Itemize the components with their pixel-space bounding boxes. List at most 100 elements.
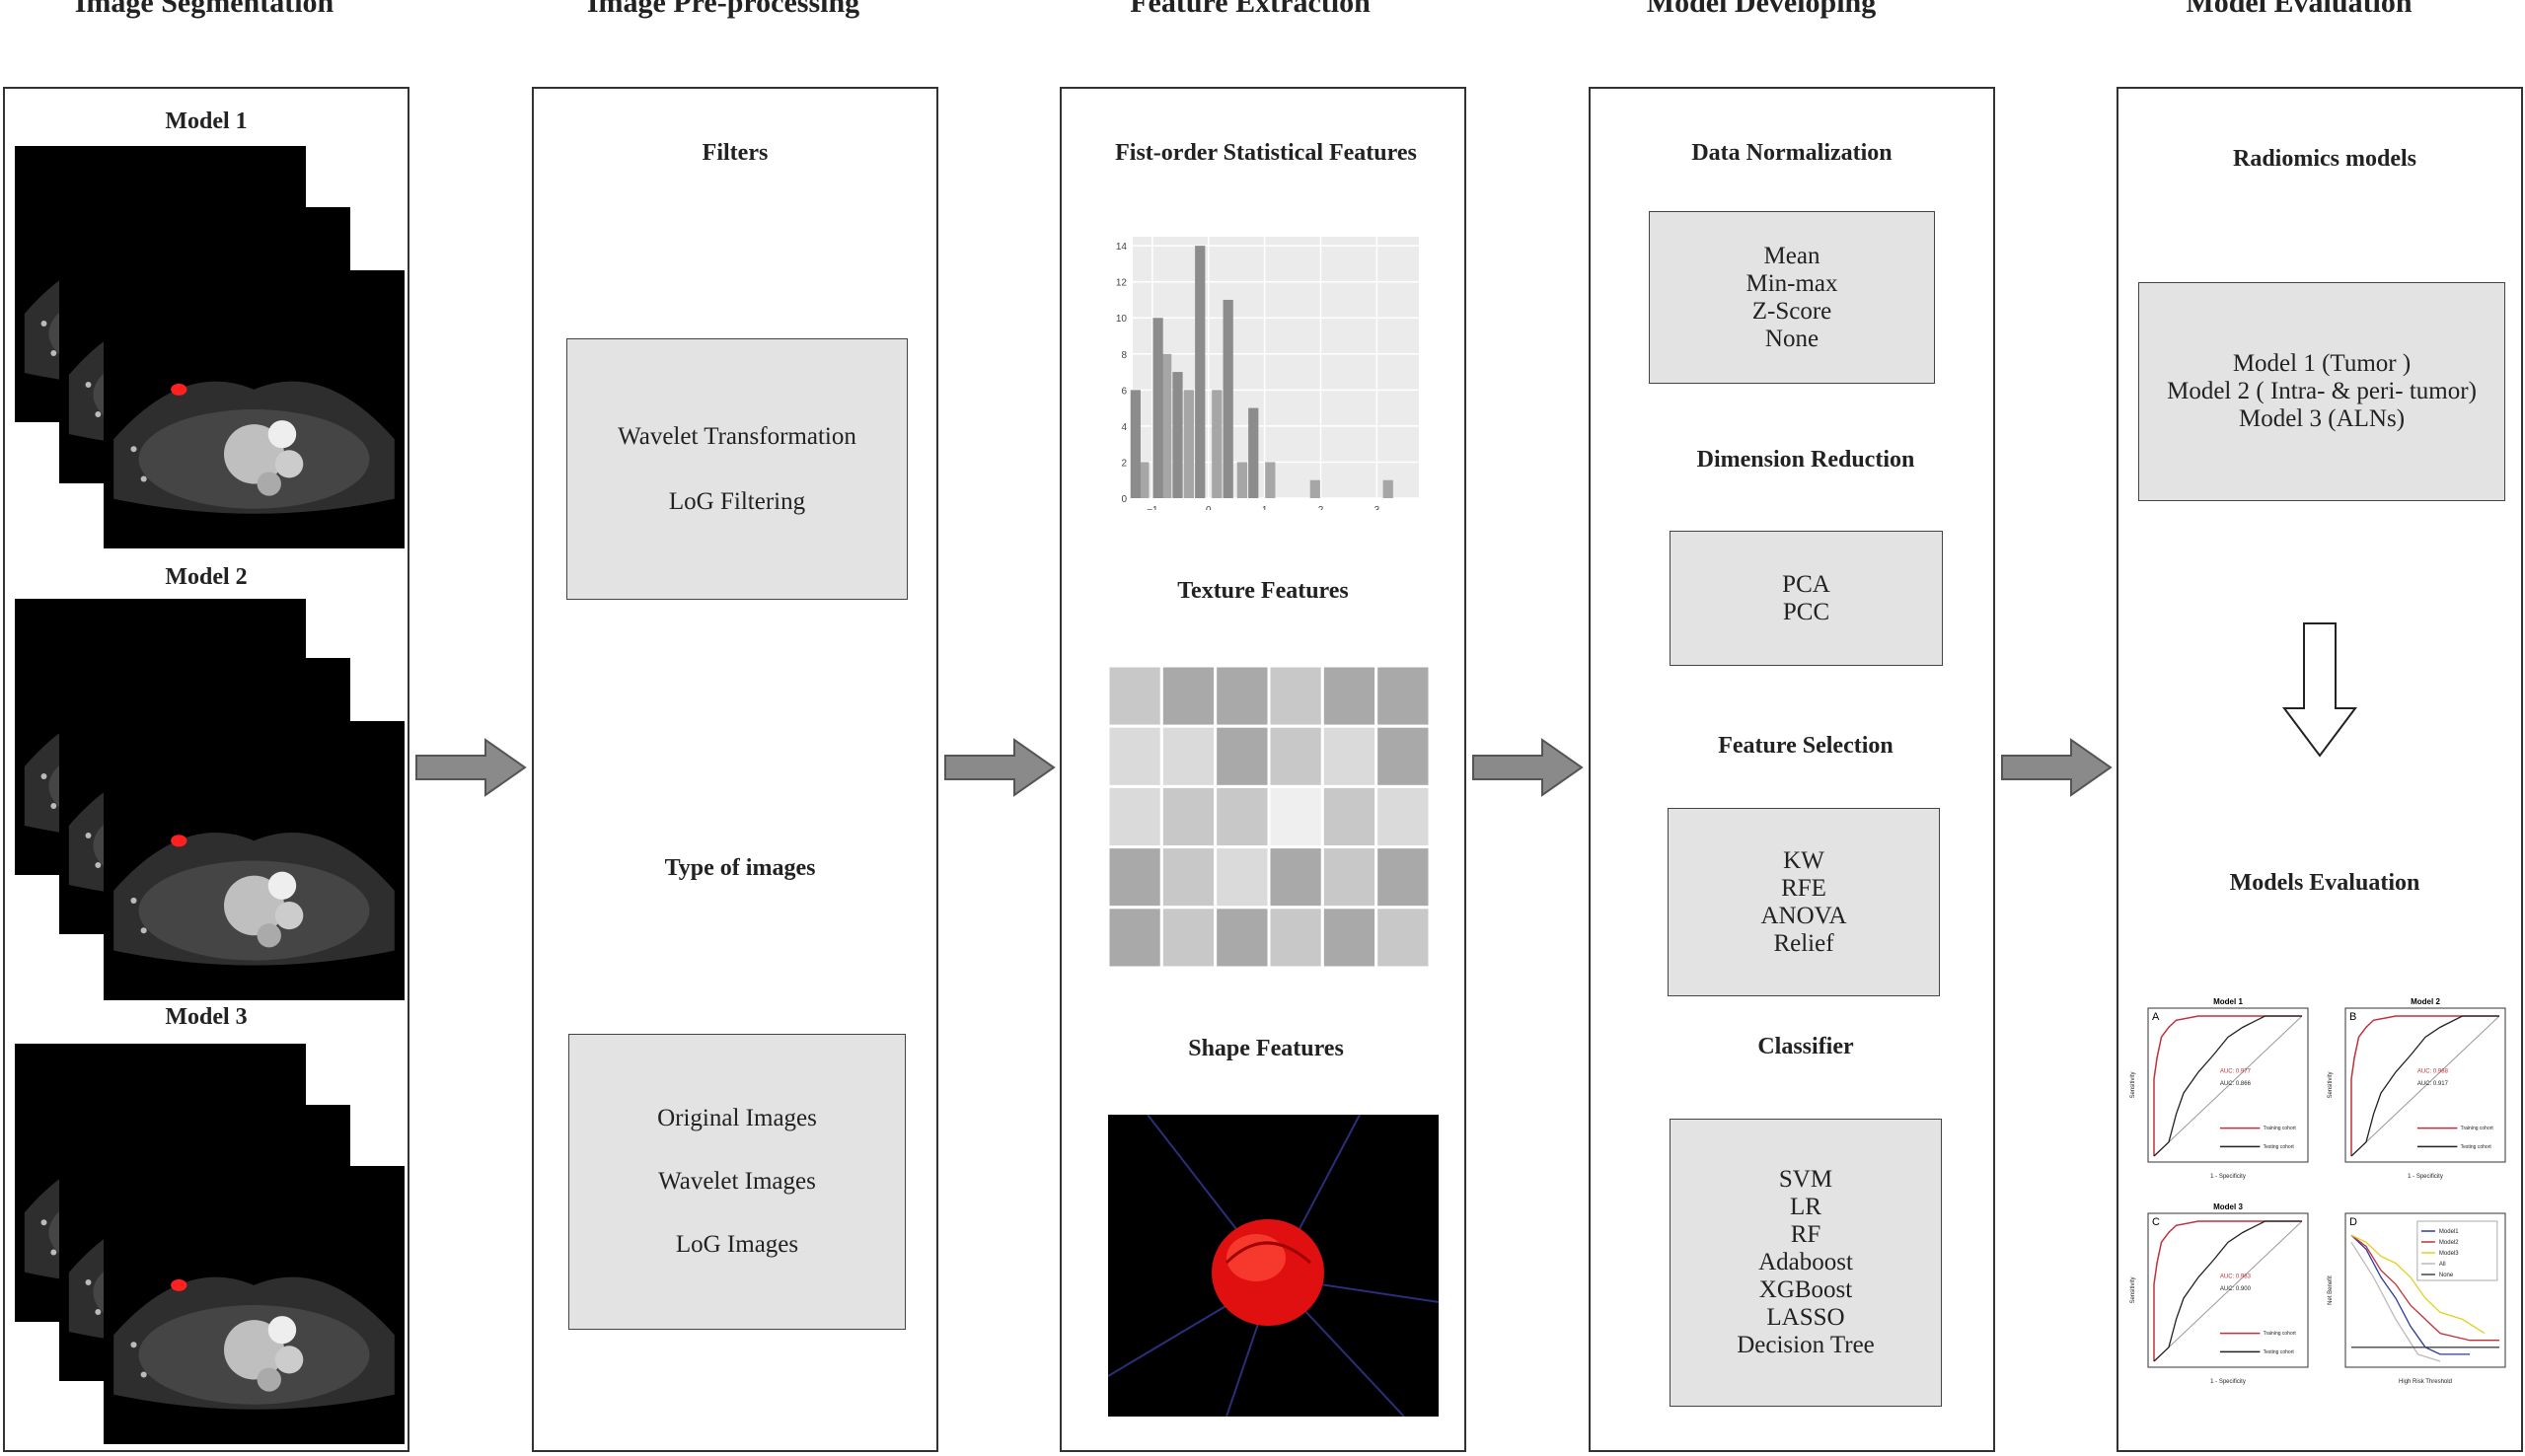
panel-letter: D bbox=[2349, 1216, 2357, 1228]
texture-cell bbox=[1108, 784, 1163, 849]
classifier-item: XGBoost bbox=[1758, 1276, 1853, 1303]
y-tick-label: 6 bbox=[1121, 386, 1127, 397]
tissue bbox=[257, 1367, 281, 1392]
classifier-item: SVM bbox=[1778, 1166, 1833, 1193]
tumor-highlight bbox=[1226, 1234, 1286, 1281]
roc-title: Model 3 bbox=[2213, 1202, 2243, 1211]
lesion-mask bbox=[171, 383, 187, 396]
y-tick-label: 10 bbox=[1116, 314, 1128, 325]
tissue bbox=[140, 475, 147, 482]
dimension-item: PCC bbox=[1782, 598, 1830, 625]
histogram-bar bbox=[1212, 390, 1223, 498]
mri-stack-1 bbox=[15, 146, 405, 550]
image-types-box: Original Images Wavelet Images LoG Image… bbox=[568, 1034, 906, 1330]
right-arrow-icon bbox=[1472, 738, 1584, 797]
texture-cell bbox=[1267, 906, 1324, 968]
texture-cell bbox=[1214, 724, 1271, 788]
tissue bbox=[85, 382, 92, 388]
mri-slice bbox=[104, 721, 405, 1000]
roc-testing-line bbox=[2153, 1220, 2302, 1362]
mri-scan bbox=[113, 381, 395, 514]
roc-title: Model 1 bbox=[2213, 997, 2243, 1006]
histogram-bar bbox=[1248, 407, 1259, 498]
tissue bbox=[40, 773, 47, 779]
histogram-bar bbox=[1223, 299, 1233, 498]
selection-item: Relief bbox=[1773, 929, 1834, 957]
first-order-heading: Fist-order Statistical Features bbox=[1115, 140, 1417, 166]
y-tick-label: 0 bbox=[1121, 494, 1127, 505]
texture-cell bbox=[1320, 906, 1378, 968]
x-tick-label: 3 bbox=[1374, 505, 1380, 510]
tissue bbox=[274, 1346, 304, 1374]
x-axis-label: 1 - Specificity bbox=[2210, 1379, 2246, 1385]
histogram-bar bbox=[1161, 353, 1172, 498]
auc-training: AUC: 0.977 bbox=[2220, 1069, 2252, 1075]
normalization-item: Z-Score bbox=[1751, 297, 1832, 325]
texture-cell bbox=[1374, 784, 1430, 849]
legend-label: All bbox=[2439, 1262, 2446, 1268]
roc-training-line bbox=[2153, 1220, 2302, 1361]
classifier-item: RF bbox=[1790, 1221, 1821, 1248]
lesion-mask bbox=[171, 1278, 187, 1291]
radiomics-model-item: Model 3 (ALNs) bbox=[2238, 405, 2406, 432]
model-3-label: Model 3 bbox=[165, 1004, 248, 1030]
roc-testing-line bbox=[2350, 1015, 2499, 1157]
tissue bbox=[50, 1249, 57, 1256]
y-tick-label: 4 bbox=[1121, 422, 1127, 433]
mri-slice bbox=[104, 1166, 405, 1444]
developing-panel: Data Normalization Mean Min-max Z-Score … bbox=[1589, 87, 1995, 1452]
selection-item: ANOVA bbox=[1760, 902, 1847, 929]
x-axis-label: 1 - Specificity bbox=[2408, 1174, 2443, 1180]
radiomics-models-box: Model 1 (Tumor ) Model 2 ( Intra- & peri… bbox=[2138, 282, 2505, 501]
normalization-box: Mean Min-max Z-Score None bbox=[1649, 211, 1935, 384]
filter-item: Wavelet Transformation bbox=[618, 422, 856, 450]
histogram-bar bbox=[1195, 246, 1206, 498]
tissue bbox=[130, 1342, 137, 1348]
tissue bbox=[274, 901, 304, 930]
mri-scan bbox=[113, 1276, 395, 1410]
texture-cell bbox=[1267, 724, 1324, 788]
image-type-item: Wavelet Images bbox=[658, 1168, 816, 1195]
tissue bbox=[130, 897, 137, 904]
y-tick-label: 2 bbox=[1121, 458, 1127, 469]
texture-grid bbox=[1108, 666, 1430, 968]
mri-slice bbox=[104, 270, 405, 548]
texture-cell bbox=[1374, 724, 1430, 788]
classifier-heading: Classifier bbox=[1757, 1034, 1854, 1059]
normalization-heading: Data Normalization bbox=[1691, 140, 1893, 166]
texture-cell bbox=[1108, 845, 1163, 910]
tissue bbox=[40, 1219, 47, 1226]
x-axis-label: 1 - Specificity bbox=[2210, 1174, 2246, 1180]
texture-cell bbox=[1320, 724, 1378, 788]
model-1-label: Model 1 bbox=[165, 109, 248, 134]
histogram-bar bbox=[1309, 479, 1320, 498]
normalization-item: Mean bbox=[1763, 242, 1820, 269]
normalization-item: None bbox=[1764, 325, 1819, 352]
tissue bbox=[267, 1316, 297, 1345]
tumor-fold bbox=[1225, 1241, 1311, 1265]
roc-testing-line bbox=[2153, 1015, 2302, 1157]
tissue bbox=[257, 472, 281, 496]
classifier-item: Decision Tree bbox=[1737, 1332, 1875, 1358]
texture-cell bbox=[1320, 666, 1378, 728]
model-2-label: Model 2 bbox=[165, 564, 248, 590]
tissue bbox=[267, 871, 297, 900]
legend-label: None bbox=[2439, 1273, 2454, 1278]
roc-title: Model 2 bbox=[2411, 997, 2440, 1006]
roc-training-line bbox=[2350, 1015, 2499, 1156]
image-type-item: LoG Images bbox=[675, 1231, 799, 1258]
tissue bbox=[85, 833, 92, 838]
radiomics-model-item: Model 2 ( Intra- & peri- tumor) bbox=[2167, 378, 2477, 404]
image-type-item: Original Images bbox=[657, 1105, 817, 1131]
tissue bbox=[130, 446, 137, 453]
legend-label: Model2 bbox=[2439, 1240, 2459, 1246]
histogram-bar bbox=[1265, 462, 1276, 498]
filters-heading: Filters bbox=[702, 140, 769, 166]
y-axis-label: Net Benefit bbox=[2328, 1275, 2334, 1305]
auc-training: AUC: 0.988 bbox=[2417, 1069, 2449, 1075]
texture-cell bbox=[1214, 666, 1271, 728]
texture-cell bbox=[1320, 784, 1378, 849]
texture-cell bbox=[1374, 666, 1430, 728]
